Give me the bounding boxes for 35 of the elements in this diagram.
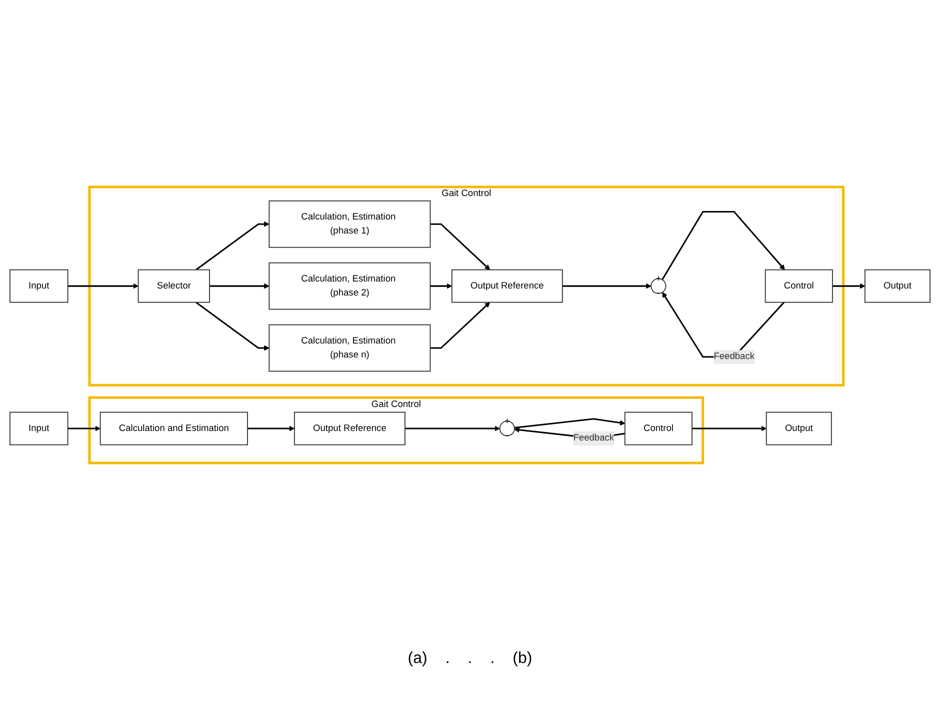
caption-label: .	[445, 650, 450, 668]
node-box: Control	[624, 412, 692, 446]
arrow	[196, 221, 270, 270]
arrow	[430, 302, 490, 349]
node-box: Output	[864, 269, 930, 303]
arrow	[430, 283, 452, 289]
arrow	[68, 426, 101, 432]
node-box: Input	[10, 269, 68, 303]
caption-label: .	[490, 650, 495, 668]
node-box: Output Reference	[294, 412, 406, 446]
node-box: Control	[764, 269, 833, 303]
arrow	[210, 283, 270, 289]
node-box: Input	[10, 412, 68, 446]
arrow	[692, 426, 767, 432]
node-box: Calculation, Estimation (phase n)	[268, 324, 431, 372]
caption-label: .	[468, 650, 472, 668]
caption-label: (a)	[408, 650, 428, 668]
node-box: Calculation, Estimation (phase 2)	[268, 262, 431, 310]
edge-label: Feedback	[714, 351, 754, 362]
arrow	[248, 426, 295, 432]
node-box: Output Reference	[451, 269, 563, 303]
node-box: Output	[766, 412, 832, 446]
arrow	[430, 223, 490, 270]
arrow	[514, 418, 626, 429]
edge-label: Feedback	[573, 432, 614, 444]
caption-label: (b)	[512, 650, 532, 668]
arrow	[562, 283, 652, 289]
arrow	[404, 426, 500, 432]
arrow	[196, 302, 270, 351]
arrow	[662, 210, 785, 280]
node-box: Selector	[138, 269, 210, 303]
arrow	[68, 283, 139, 289]
arrow	[832, 283, 866, 289]
node-box: Calculation and Estimation	[100, 412, 248, 446]
node-box: Calculation, Estimation (phase 1)	[268, 200, 431, 248]
